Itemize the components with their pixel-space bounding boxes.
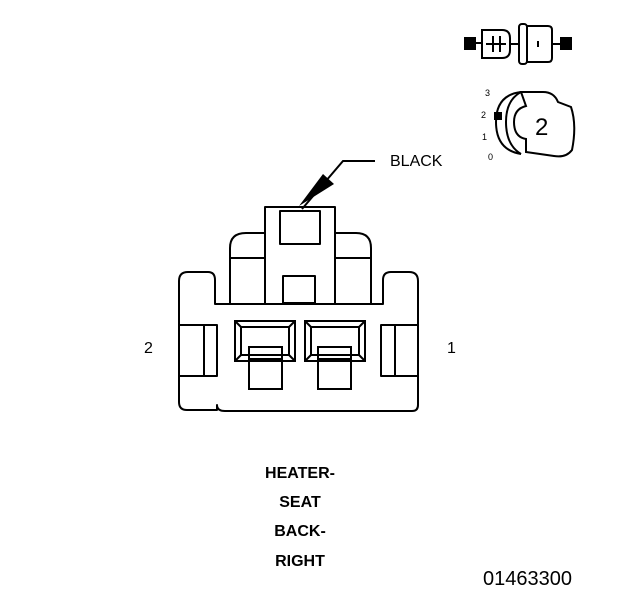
position-level-label: 2	[481, 110, 487, 120]
wire-color-leader	[301, 160, 375, 210]
pin-number-left: 2	[144, 340, 153, 357]
wire-color-label: BLACK	[390, 153, 443, 170]
terminal-cavity-left	[234, 320, 296, 390]
cavity-position-icon	[494, 91, 576, 158]
pin-number-right: 1	[447, 340, 456, 357]
position-level-label: 0	[488, 152, 494, 162]
connector-face	[178, 206, 419, 412]
connector-pair-icon	[464, 23, 572, 65]
component-caption-line: RIGHT	[275, 553, 325, 570]
position-level-label: 1	[482, 132, 488, 142]
component-caption-line: BACK-	[274, 523, 326, 540]
component-caption-line: HEATER-	[265, 465, 335, 482]
position-level-label: 3	[485, 88, 491, 98]
figure-number: 01463300	[483, 568, 572, 590]
terminal-cavity-right	[304, 320, 366, 390]
component-caption-line: SEAT	[279, 494, 321, 511]
leader-arrowhead	[299, 174, 334, 206]
cavity-count-label: 2	[535, 114, 549, 141]
